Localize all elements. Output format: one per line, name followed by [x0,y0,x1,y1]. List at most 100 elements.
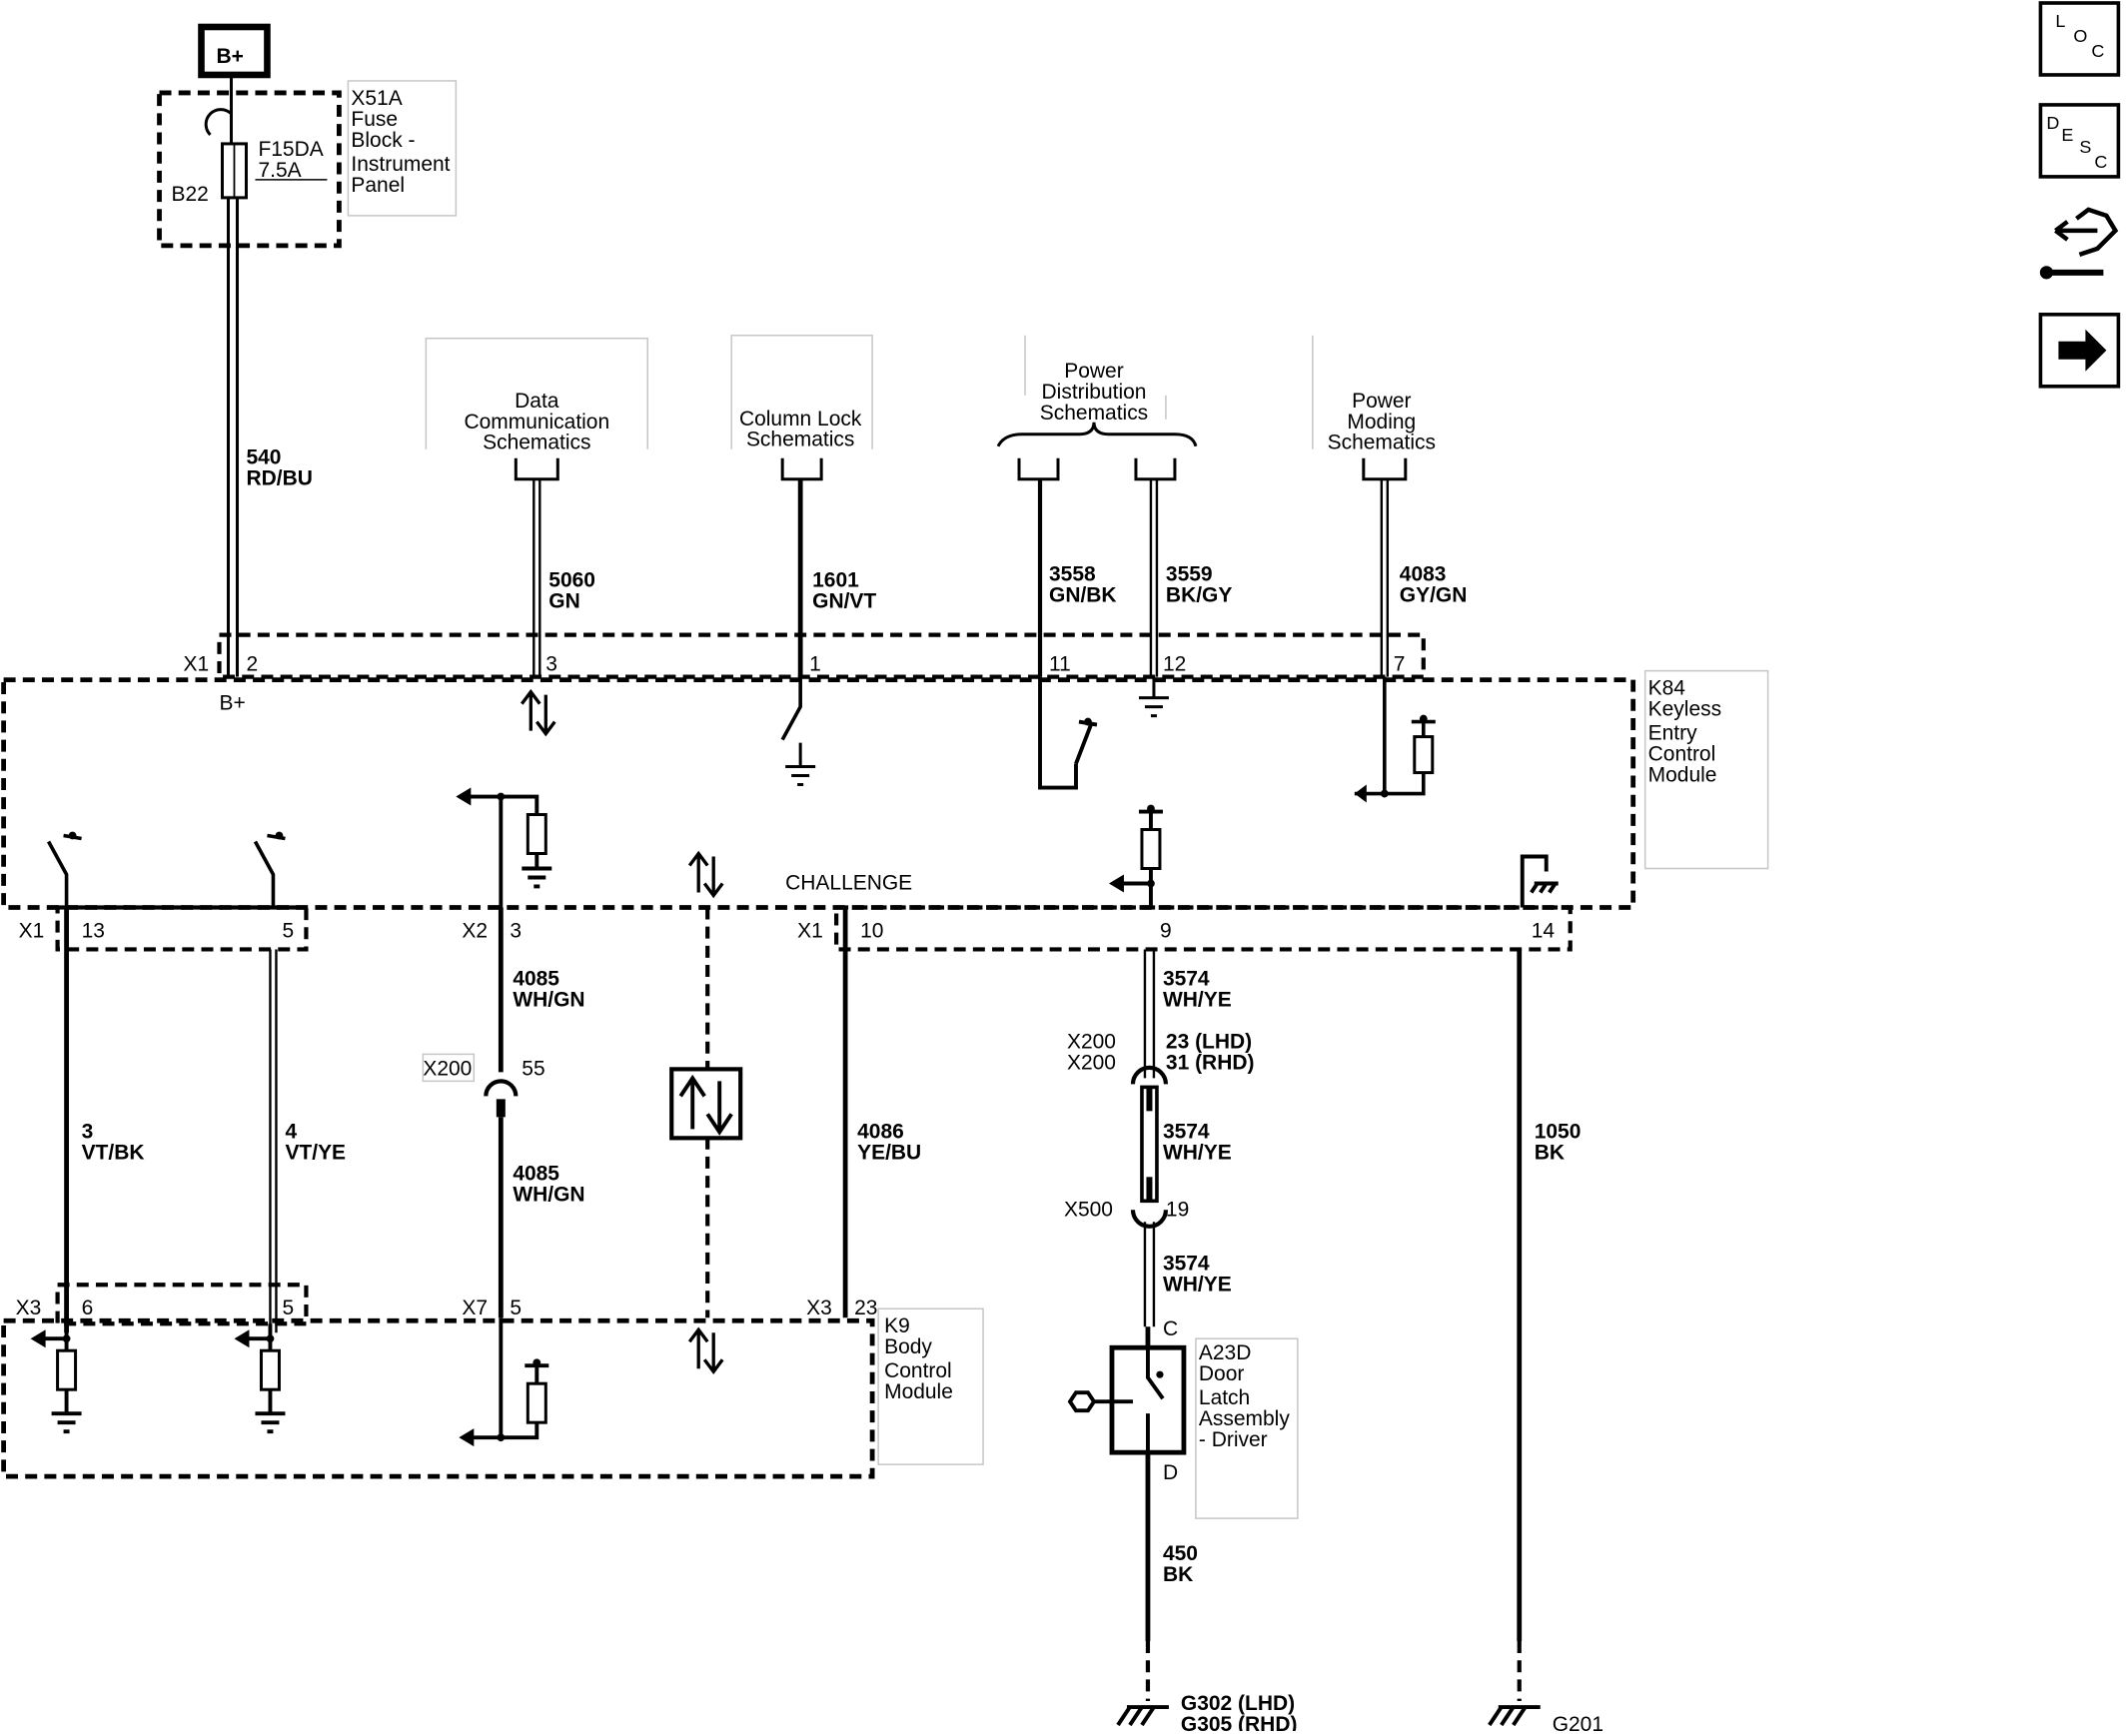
k9-title: K9 Body Control Module [884,1314,953,1403]
svg-text:Communication: Communication [464,411,609,434]
svg-text:GY/GN: GY/GN [1400,584,1468,607]
svg-text:X1: X1 [19,919,45,942]
arrow-icon [456,787,472,806]
svg-text:4: 4 [285,1120,297,1143]
ref-data-communication[interactable]: Data Communication Schematics [425,338,648,481]
svg-text:2: 2 [246,653,258,676]
svg-text:GN: GN [548,590,579,613]
ground-g302-icon [1116,1705,1169,1727]
svg-text:WH/YE: WH/YE [1163,988,1232,1011]
resistor-icon [56,1348,78,1391]
svg-text:BK: BK [1163,1563,1193,1586]
svg-text:540: 540 [246,446,281,469]
fuse-terminal: B22 [172,183,209,206]
bidirectional-arrow-icon [687,850,724,899]
svg-text:450: 450 [1163,1542,1198,1565]
svg-text:3574: 3574 [1163,1120,1210,1143]
ground-g305-label: G305 (RHD) [1181,1713,1298,1731]
svg-text:55: 55 [522,1057,544,1080]
k84-title: K84 Keyless Entry Control Module [1648,677,1721,787]
ground-g201-label: G201 [1553,1713,1603,1731]
svg-text:WH/GN: WH/GN [513,1183,584,1206]
svg-text:Module: Module [1648,764,1717,787]
ground-icon [1138,676,1169,718]
svg-text:Power: Power [1352,390,1411,413]
wire-4083 [1380,478,1390,677]
door-latch-title: A23D Door Latch Assembly - Driver [1199,1341,1290,1451]
k84-x1-bottom-connector [55,905,309,952]
svg-text:Distribution: Distribution [1042,381,1147,404]
resistor-icon [526,813,547,856]
svg-text:WH/YE: WH/YE [1163,1273,1232,1296]
ref-power-distribution[interactable]: Power Distribution Schematics [996,335,1198,481]
ref-column-lock[interactable]: Column Lock Schematics [730,335,873,481]
svg-text:Instrument: Instrument [351,153,450,176]
nav-desc-button[interactable]: D E S C [2038,103,2121,179]
ground-g302-label: G302 (LHD) [1181,1692,1295,1715]
connector-tool-icon[interactable] [2039,207,2119,280]
svg-text:VT/YE: VT/YE [285,1141,346,1164]
svg-text:X1: X1 [797,919,823,942]
svg-text:Latch: Latch [1199,1386,1250,1409]
arrow-icon [1354,784,1367,803]
svg-text:C: C [1163,1317,1178,1340]
ground-icon [785,742,816,787]
input-circuit-4083 [1354,676,1426,796]
svg-text:Column Lock: Column Lock [739,408,862,431]
svg-text:X3: X3 [16,1297,42,1319]
svg-text:K9: K9 [884,1314,910,1337]
svg-text:7: 7 [1394,653,1406,676]
switch-icon [47,833,82,908]
ground-icon [1520,854,1559,908]
next-arrow-button[interactable] [2038,313,2121,389]
svg-text:23 (LHD): 23 (LHD) [1166,1030,1252,1053]
svg-text:X200: X200 [1067,1051,1116,1074]
k9-module-outline [1,1317,875,1479]
svg-text:5: 5 [282,1297,294,1319]
svg-text:S: S [2079,137,2091,157]
k84-x1-bottom-connector-b [834,905,1573,952]
svg-text:Control: Control [884,1359,952,1382]
svg-text:GN/BK: GN/BK [1049,584,1117,607]
svg-text:4083: 4083 [1400,563,1447,586]
svg-text:31 (RHD): 31 (RHD) [1166,1051,1255,1074]
svg-text:1050: 1050 [1535,1120,1582,1143]
svg-text:Assembly: Assembly [1199,1407,1290,1430]
svg-text:6: 6 [82,1297,94,1319]
k84-bplus-label: B+ [219,692,245,715]
svg-text:13: 13 [82,919,105,942]
switch-icon [780,676,802,741]
svg-text:12: 12 [1163,653,1186,676]
svg-text:11: 11 [1049,653,1071,676]
wire-540 [226,197,239,677]
svg-text:Schematics: Schematics [1328,432,1436,454]
challenge-label: CHALLENGE [785,871,912,894]
svg-text:Schematics: Schematics [483,432,590,454]
switch-icon [1038,676,1098,790]
svg-text:1: 1 [809,653,821,676]
svg-text:10: 10 [860,919,883,942]
fuse-block-outline [157,90,342,249]
svg-text:Module: Module [884,1380,953,1403]
svg-text:4085: 4085 [513,1162,559,1185]
ref-power-moding[interactable]: Power Moding Schematics [1312,335,1451,481]
nav-loc-button[interactable]: L O C [2038,1,2121,77]
svg-text:X3: X3 [806,1297,832,1319]
svg-text:VT/BK: VT/BK [82,1141,145,1164]
svg-text:X1: X1 [184,653,210,676]
svg-text:D: D [1163,1461,1178,1484]
svg-text:L: L [2055,11,2065,31]
svg-text:Door: Door [1199,1362,1244,1385]
svg-text:Panel: Panel [351,174,405,197]
svg-text:3559: 3559 [1166,563,1213,586]
svg-text:3574: 3574 [1163,967,1210,990]
svg-text:Control: Control [1648,743,1716,766]
svg-text:X2: X2 [462,919,488,942]
svg-text:9: 9 [1160,919,1172,942]
svg-text:5: 5 [510,1297,522,1319]
wire-3574-a [1143,949,1156,1079]
arrow-icon [1108,874,1124,893]
svg-text:O: O [2073,26,2087,46]
svg-text:14: 14 [1532,919,1556,942]
